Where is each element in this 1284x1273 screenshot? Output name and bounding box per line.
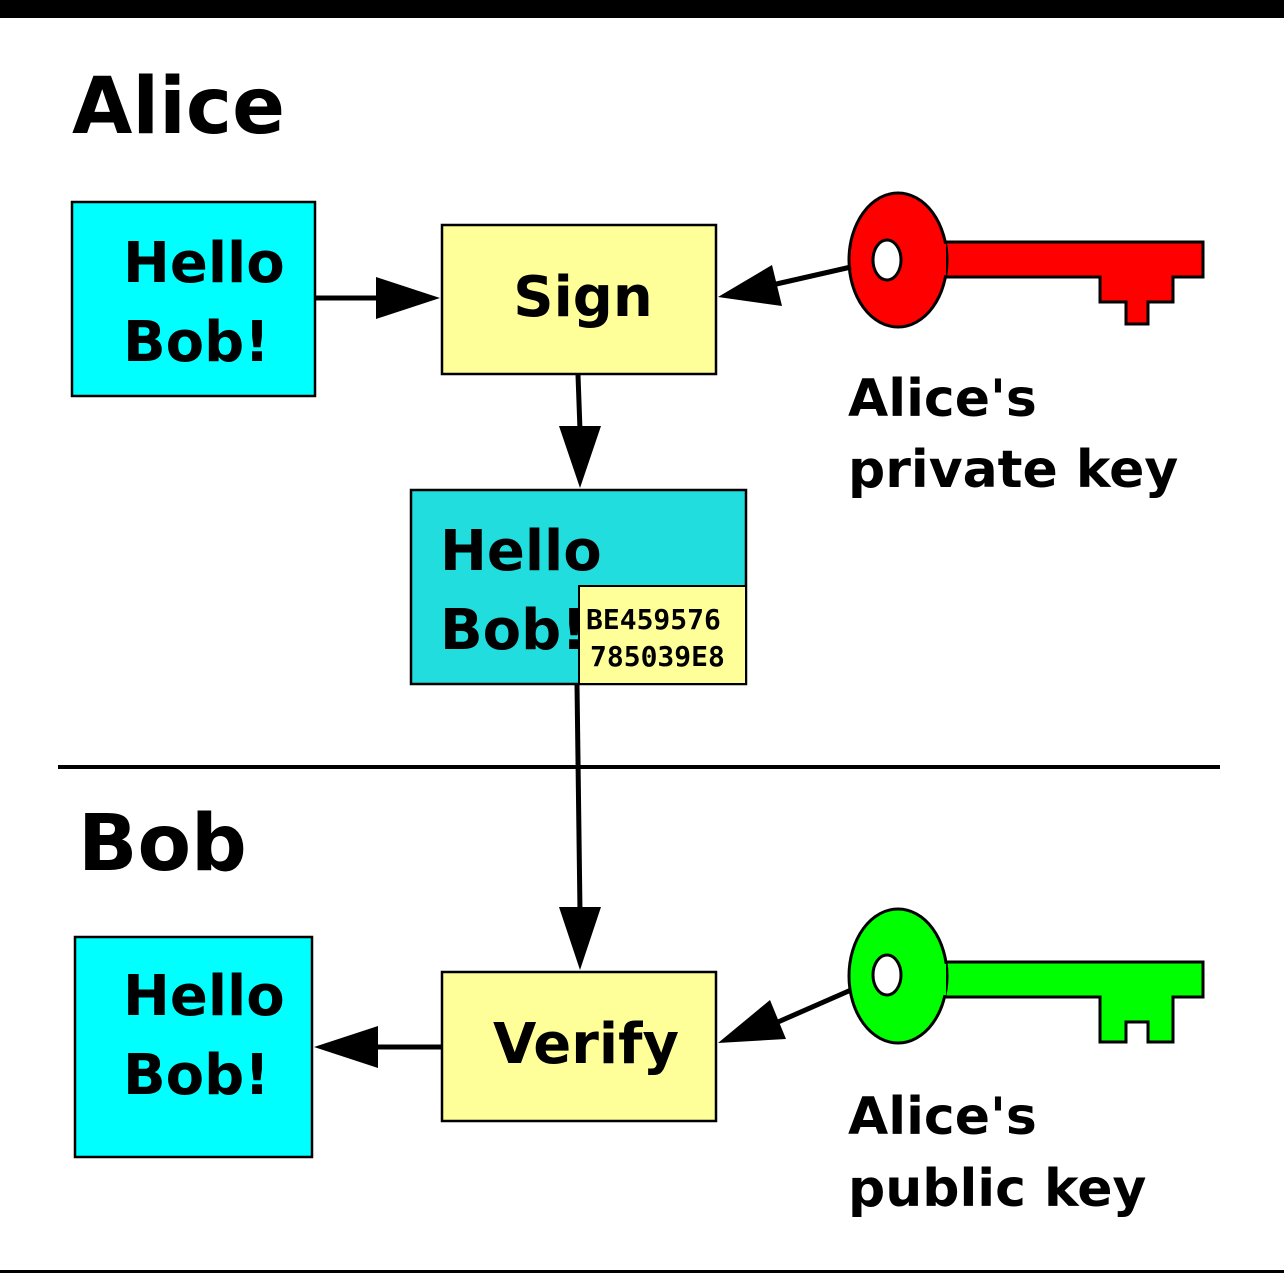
svg-text:785039E8: 785039E8 bbox=[590, 640, 725, 673]
svg-text:Hello: Hello bbox=[123, 231, 285, 296]
private-key-icon bbox=[847, 191, 1205, 329]
svg-text:Hello: Hello bbox=[123, 964, 285, 1029]
verify-process-box: Verify bbox=[440, 970, 718, 1123]
private-key-caption-line1: Alice's bbox=[848, 369, 1037, 429]
svg-text:Bob!: Bob! bbox=[123, 310, 270, 375]
bob-message-box: Hello Bob! bbox=[73, 935, 314, 1159]
public-key-icon bbox=[847, 907, 1205, 1045]
arrow-message-to-sign bbox=[316, 277, 440, 319]
bottom-frame-line bbox=[0, 1270, 1284, 1273]
svg-text:Bob!: Bob! bbox=[123, 1043, 270, 1108]
bob-heading: Bob bbox=[78, 799, 247, 889]
arrow-signed-to-verify bbox=[559, 683, 601, 970]
svg-text:BE459576: BE459576 bbox=[586, 603, 721, 636]
signed-message-box: Hello Bob! BE459576 785039E8 bbox=[409, 488, 748, 686]
arrow-public-key-to-verify bbox=[718, 987, 853, 1043]
svg-text:Verify: Verify bbox=[493, 1012, 679, 1077]
alice-message-box: Hello Bob! bbox=[70, 200, 317, 398]
svg-text:Bob!: Bob! bbox=[440, 598, 587, 663]
arrow-verify-to-message bbox=[314, 1026, 441, 1068]
public-key-caption-line2: public key bbox=[848, 1159, 1146, 1219]
private-key-caption-line2: private key bbox=[848, 440, 1178, 500]
arrow-sign-to-signed bbox=[559, 374, 601, 488]
sign-process-box: Sign bbox=[440, 223, 718, 376]
svg-text:Hello: Hello bbox=[440, 519, 602, 584]
signature-block: BE459576 785039E8 bbox=[578, 585, 747, 685]
svg-text:Sign: Sign bbox=[513, 265, 652, 330]
public-key-caption-line1: Alice's bbox=[848, 1087, 1037, 1147]
alice-heading: Alice bbox=[72, 62, 285, 152]
arrow-private-key-to-sign bbox=[718, 264, 852, 306]
top-frame-bar bbox=[0, 0, 1284, 18]
